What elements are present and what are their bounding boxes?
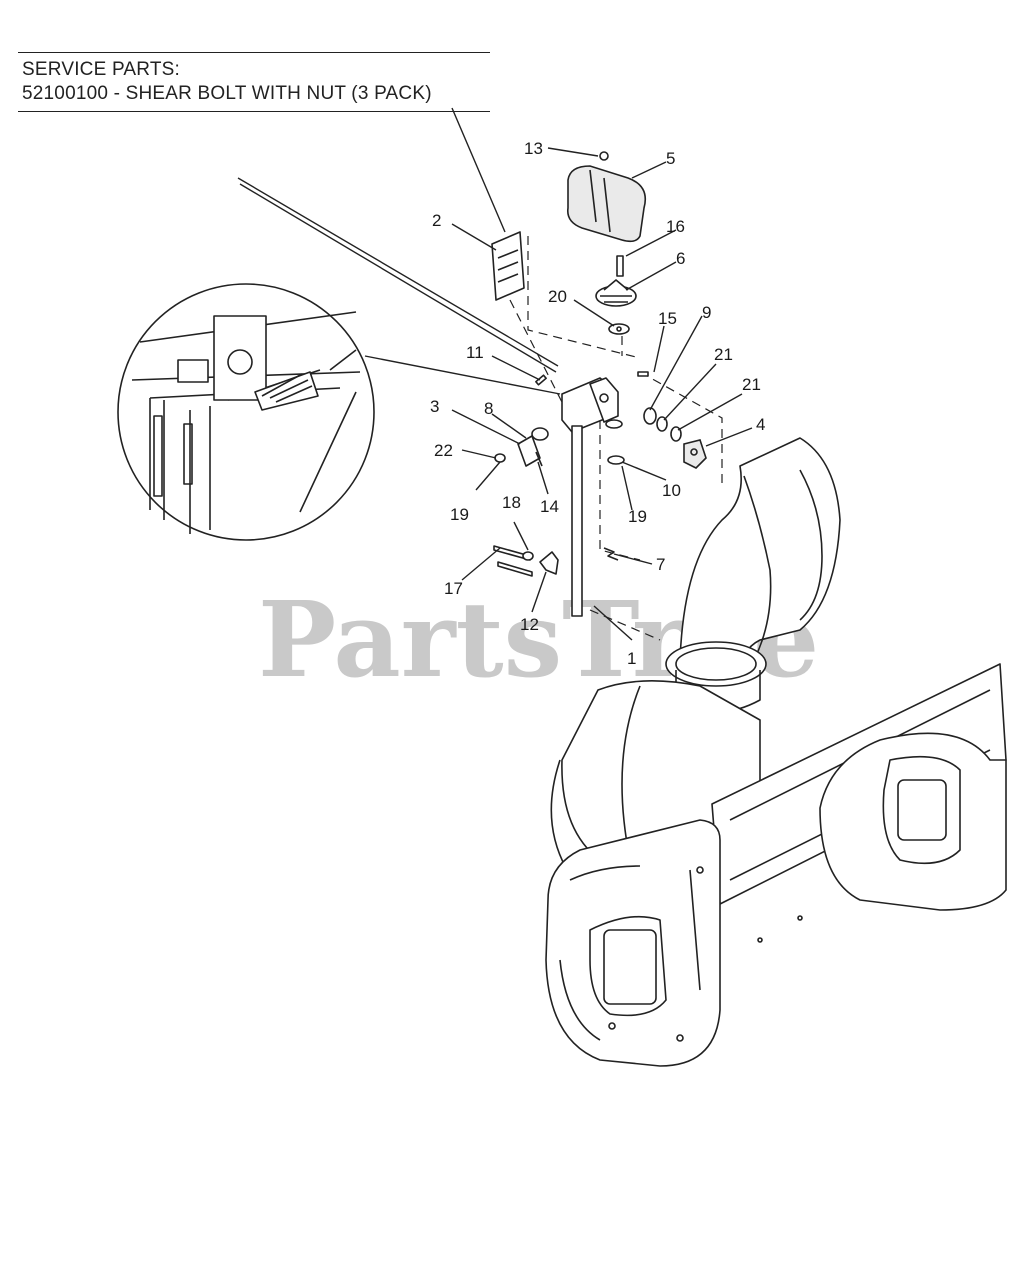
part-1-bracket — [561, 377, 623, 617]
callout-5: 5 — [666, 149, 675, 168]
callout-7: 7 — [656, 555, 665, 574]
callout-22: 22 — [434, 441, 453, 460]
part-18-nut — [522, 551, 534, 561]
part-6-gear — [595, 279, 637, 307]
part-15-pin — [637, 371, 649, 377]
part-12-clip — [539, 551, 559, 575]
part-11-pin — [535, 374, 547, 386]
part-13-screw — [599, 151, 609, 161]
service-parts-note: SERVICE PARTS: 52100100 - SHEAR BOLT WIT… — [18, 52, 490, 112]
inset-leader-line — [364, 355, 561, 395]
bolts-17 — [493, 545, 533, 577]
callout-8: 8 — [484, 399, 493, 418]
note-leader-line — [451, 107, 506, 233]
callout-14: 14 — [540, 497, 559, 516]
callout-15: 15 — [658, 309, 677, 328]
control-rod — [237, 177, 559, 373]
service-parts-line: 52100100 - SHEAR BOLT WITH NUT (3 PACK) — [22, 83, 432, 104]
part-20-washer — [608, 323, 630, 335]
callout-leaders — [451, 147, 753, 641]
part-5-cover — [566, 165, 647, 243]
callout-16: 16 — [666, 217, 685, 236]
callout-10: 10 — [662, 481, 681, 500]
callout-numbers: 1 2 3 4 5 6 7 8 9 10 11 12 13 14 15 16 1… — [430, 139, 765, 668]
callout-3: 3 — [430, 397, 439, 416]
callout-21-b: 21 — [742, 375, 761, 394]
part-2-bracket — [491, 231, 525, 301]
callout-6: 6 — [676, 249, 685, 268]
detail-inset-circle — [117, 283, 375, 541]
service-parts-heading: SERVICE PARTS: — [22, 59, 181, 80]
callout-18: 18 — [502, 493, 521, 512]
callout-2: 2 — [432, 211, 441, 230]
callout-11: 11 — [466, 343, 484, 362]
callout-21-a: 21 — [714, 345, 733, 364]
part-3-8-22-14-group — [494, 427, 549, 467]
callout-17: 17 — [444, 579, 463, 598]
auger-housing — [545, 663, 1007, 1067]
discharge-chute — [665, 437, 841, 713]
callout-1: 1 — [627, 649, 636, 668]
part-9-ring — [643, 407, 657, 425]
part-10-washer — [607, 455, 625, 465]
callout-4: 4 — [756, 415, 765, 434]
callout-19-a: 19 — [450, 505, 469, 524]
callout-19-b: 19 — [628, 507, 647, 526]
part-7-spring — [603, 547, 619, 561]
callout-12: 12 — [520, 615, 539, 634]
assembly-guide-lines — [509, 236, 723, 641]
part-16-pin — [616, 255, 624, 277]
part-21-ring-a — [656, 416, 668, 432]
callout-13: 13 — [524, 139, 543, 158]
part-4-pivot — [683, 439, 707, 469]
callout-9: 9 — [702, 303, 711, 322]
callout-20: 20 — [548, 287, 567, 306]
